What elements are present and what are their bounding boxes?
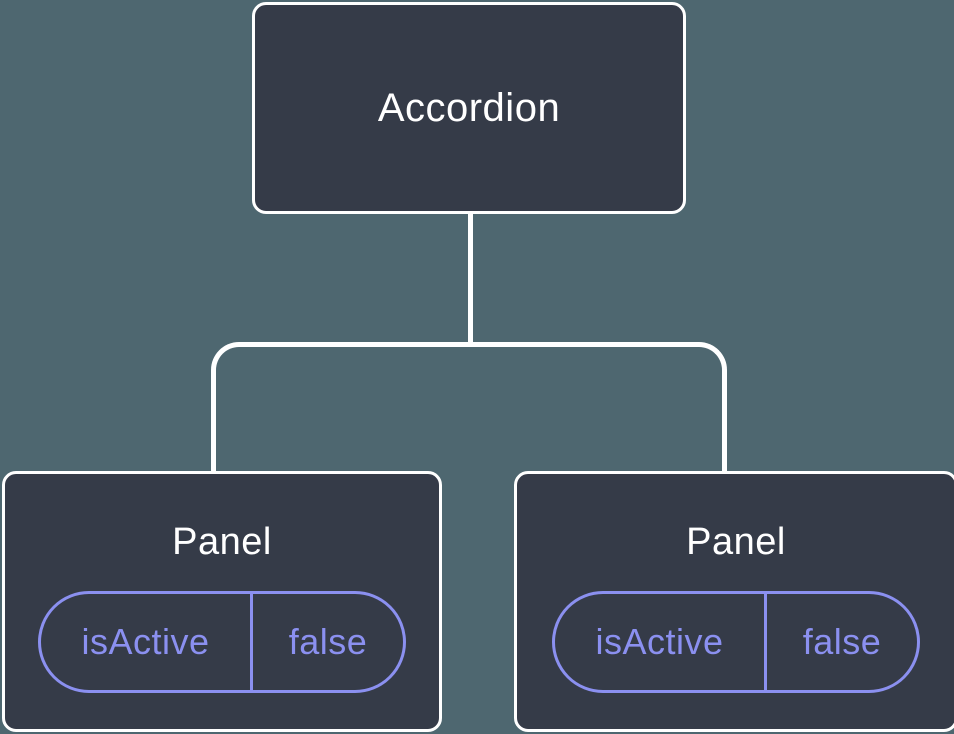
state-pill: isActive false — [38, 591, 406, 693]
panel-node-label: Panel — [686, 520, 786, 563]
state-value-label: false — [802, 621, 882, 662]
state-key-label: isActive — [41, 594, 253, 690]
tree-edge-branch — [211, 342, 727, 474]
tree-node-accordion: Accordion — [252, 2, 686, 214]
accordion-node-label: Accordion — [377, 85, 561, 130]
tree-edge-stem — [468, 214, 473, 344]
tree-node-panel-right: Panel isActive false — [514, 471, 954, 732]
tree-node-panel-left: Panel isActive false — [2, 471, 442, 732]
state-value-label: false — [288, 621, 368, 662]
state-key-label: isActive — [555, 594, 767, 690]
panel-node-label: Panel — [172, 520, 272, 563]
state-pill: isActive false — [552, 591, 920, 693]
